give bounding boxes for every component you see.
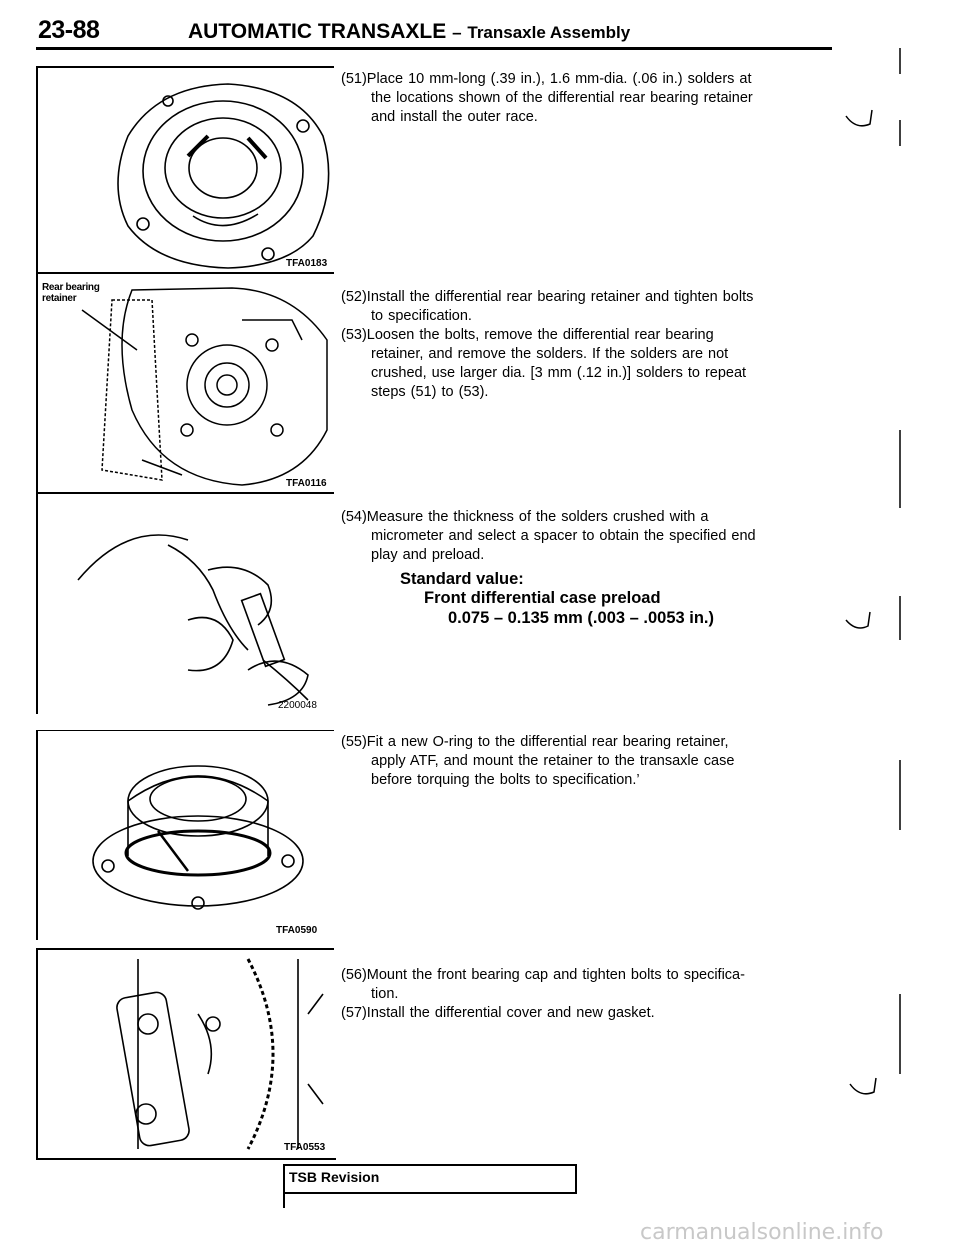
margin-marks [845, 48, 901, 1095]
header-rule [36, 47, 832, 50]
figure-5: TFA0553 [36, 948, 334, 1158]
tsb-stub [283, 1194, 285, 1208]
figure-3: 2200048 [36, 492, 334, 714]
step-54: (54)Measure the thickness of the solders… [341, 508, 829, 565]
step-55: (55)Fit a new O-ring to the differential… [341, 733, 829, 790]
step-line: (57)Install the differential cover and n… [341, 1005, 655, 1021]
figure-1: TFA0183 [36, 66, 334, 272]
oring-retainer-illustration [92, 765, 304, 910]
step-line: crushed, use larger dia. [3 mm (.12 in.)… [371, 365, 747, 381]
step-line: (56)Mount the front bearing cap and tigh… [341, 967, 745, 983]
figure-code: TFA0553 [284, 1142, 326, 1153]
case-illustration [81, 287, 328, 486]
step-57: (57)Install the differential cover and n… [341, 1004, 829, 1023]
step-56: (56)Mount the front bearing cap and tigh… [341, 966, 829, 1004]
page-number: 23-88 [38, 16, 100, 44]
standard-value-item: Front differential case preload [424, 589, 661, 607]
step-line: retainer, and remove the solders. If the… [371, 346, 729, 362]
micrometer-illustration [77, 534, 309, 706]
step-line: micrometer and select a spacer to obtain… [371, 528, 756, 544]
retainer-top-illustration [117, 83, 330, 269]
figure-bottom-rule [36, 1158, 336, 1160]
step-line: before torquing the bolts to specificati… [371, 772, 640, 788]
step-line: apply ATF, and mount the retainer to the… [371, 753, 735, 769]
watermark: carmanualsonline.info [640, 1220, 884, 1245]
step-line: (52)Install the differential rear bearin… [341, 289, 754, 305]
title-dash: – [452, 23, 462, 42]
step-line: play and preload. [371, 547, 485, 563]
step-53: (53)Loosen the bolts, remove the differe… [341, 326, 829, 402]
figure-code: TFA0590 [276, 925, 318, 936]
step-line: and install the outer race. [371, 109, 538, 125]
callout-line: Rear bearing [42, 282, 100, 293]
callout-label: Rear bearing retainer [42, 282, 100, 304]
callout-line: retainer [42, 293, 77, 304]
figure-code: TFA0116 [286, 478, 327, 489]
standard-value: 0.075 – 0.135 mm (.003 – .0053 in.) [448, 609, 715, 627]
step-line: to specification. [371, 308, 472, 324]
step-line: tion. [371, 986, 399, 1002]
step-line: (53)Loosen the bolts, remove the differe… [341, 327, 714, 343]
figure-code: 2200048 [278, 700, 317, 711]
tsb-revision-box [283, 1164, 577, 1194]
figure-code: TFA0183 [286, 258, 328, 269]
figure-2: Rear bearing retainer TFA0116 [36, 272, 334, 492]
step-52: (52)Install the differential rear bearin… [341, 288, 829, 326]
section-title: AUTOMATIC TRANSAXLE [188, 20, 447, 43]
section-subtitle: Transaxle Assembly [467, 23, 631, 42]
step-line: (55)Fit a new O-ring to the differential… [341, 734, 729, 750]
step-line: steps (51) to (53). [371, 384, 489, 400]
step-line: (54)Measure the thickness of the solders… [341, 509, 709, 525]
step-line: (51)Place 10 mm-long (.39 in.), 1.6 mm-d… [341, 71, 752, 87]
step-51: (51)Place 10 mm-long (.39 in.), 1.6 mm-d… [341, 70, 829, 127]
figure-4: TFA0590 [36, 730, 334, 940]
page-title: AUTOMATIC TRANSAXLE – Transaxle Assembly [188, 20, 630, 44]
tsb-revision-label: TSB Revision [289, 1169, 380, 1185]
step-line: the locations shown of the differential … [371, 90, 753, 106]
standard-value-heading: Standard value: [400, 570, 524, 588]
bearing-cap-illustration [116, 958, 324, 1150]
